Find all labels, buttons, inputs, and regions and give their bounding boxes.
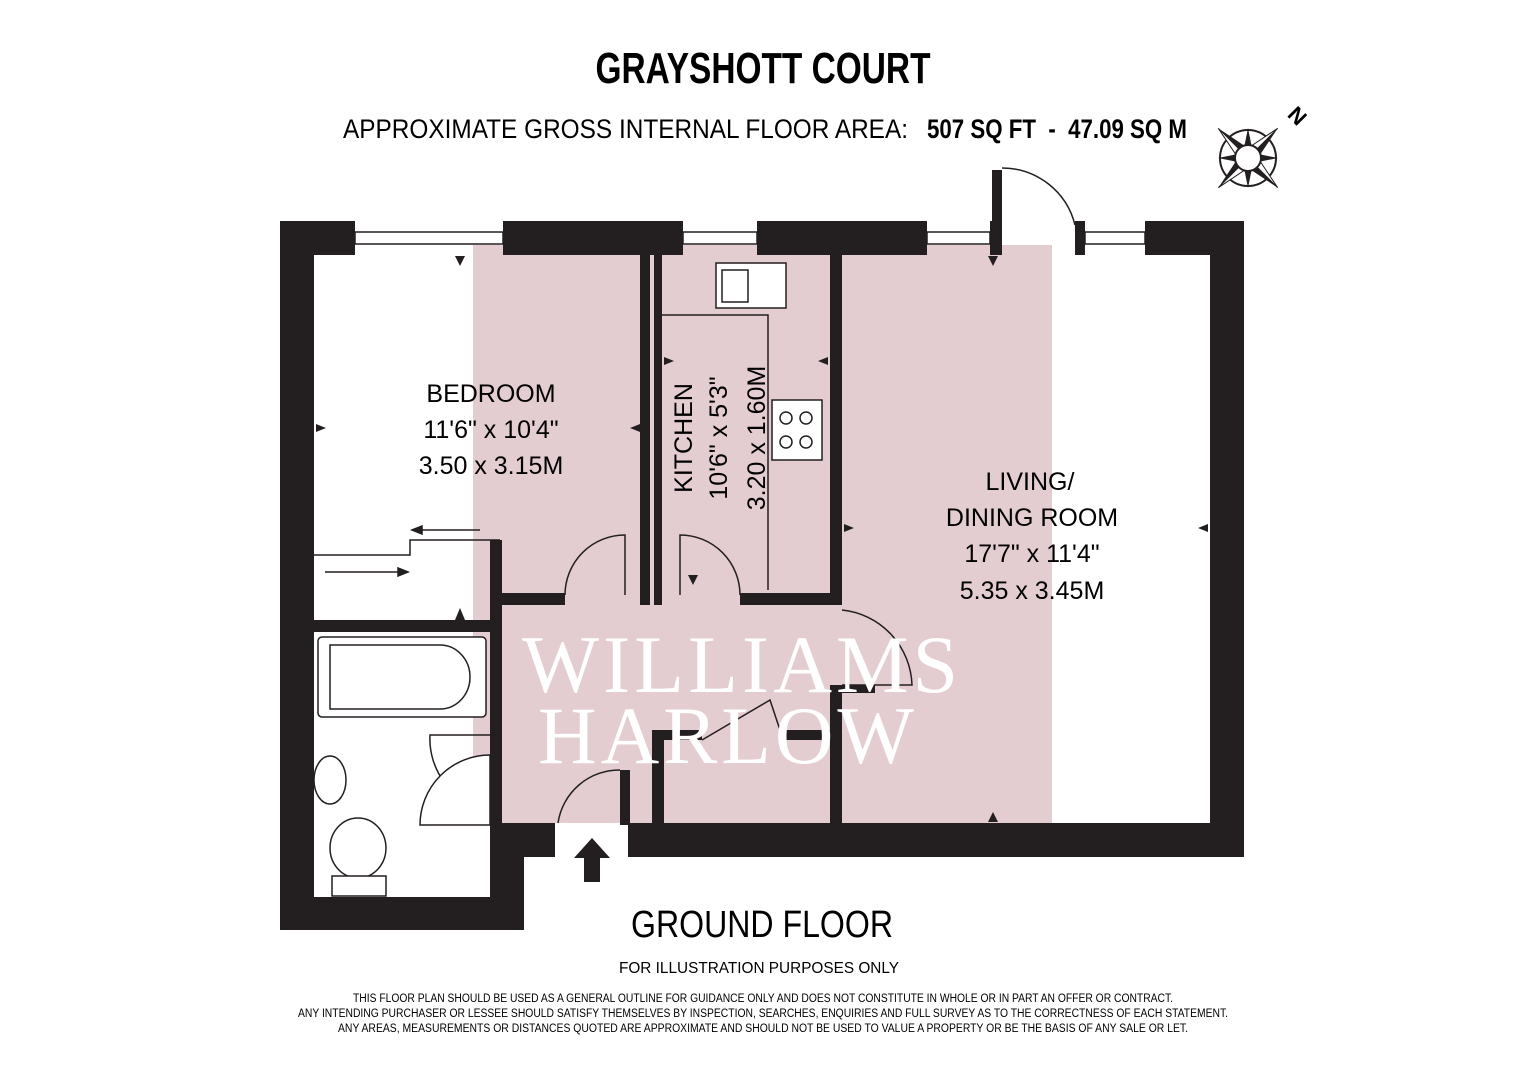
compass-north-label: N xyxy=(1283,102,1312,131)
area-value: 507 SQ FT - 47.09 SQ M xyxy=(927,114,1187,144)
room-metric: 3.20 x 1.60M xyxy=(743,366,771,511)
fixtures xyxy=(313,262,823,897)
walls xyxy=(280,170,1244,930)
disclaimer-line: THIS FLOOR PLAN SHOULD BE USED AS A GENE… xyxy=(353,993,1173,1005)
area-label: APPROXIMATE GROSS INTERNAL FLOOR AREA: xyxy=(343,114,908,144)
sliding-wardrobe-arrows xyxy=(325,524,480,578)
room-bedroom: BEDROOM 11'6" x 10'4" 3.50 x 3.15M xyxy=(419,380,564,480)
dimension-markers xyxy=(316,256,1208,822)
property-title: GRAYSHOTT COURT xyxy=(596,44,931,93)
room-living-dining: LIVING/ DINING ROOM 17'7" x 11'4" 5.35 x… xyxy=(946,468,1118,605)
room-imperial: 10'6" x 5'3" xyxy=(705,376,733,499)
room-kitchen: KITCHEN 10'6" x 5'3" 3.20 x 1.60M xyxy=(670,366,771,511)
watermark-line2: HARLOW xyxy=(538,690,918,781)
room-imperial: 11'6" x 10'4" xyxy=(423,416,558,444)
room-name: BEDROOM xyxy=(426,380,555,408)
compass-icon: N xyxy=(1217,102,1312,189)
disclaimer-line: ANY AREAS, MEASUREMENTS OR DISTANCES QUO… xyxy=(338,1023,1188,1035)
room-imperial: 17'7" x 11'4" xyxy=(964,540,1099,568)
entrance-arrow-icon xyxy=(574,838,610,882)
highlight-overlay xyxy=(473,245,1052,823)
watermark-line1: WILLIAMS xyxy=(522,619,962,710)
disclaimer-line: ANY INTENDING PURCHASER OR LESSEE SHOULD… xyxy=(298,1008,1228,1020)
windows xyxy=(354,231,1146,245)
illustration-note: FOR ILLUSTRATION PURPOSES ONLY xyxy=(619,960,899,977)
room-metric: 3.50 x 3.15M xyxy=(419,452,564,480)
room-metric: 5.35 x 3.45M xyxy=(960,577,1105,605)
room-name-line1: LIVING/ xyxy=(986,468,1075,496)
room-name: KITCHEN xyxy=(670,383,698,493)
room-name-line2: DINING ROOM xyxy=(946,504,1118,532)
floor-label: GROUND FLOOR xyxy=(631,904,893,946)
